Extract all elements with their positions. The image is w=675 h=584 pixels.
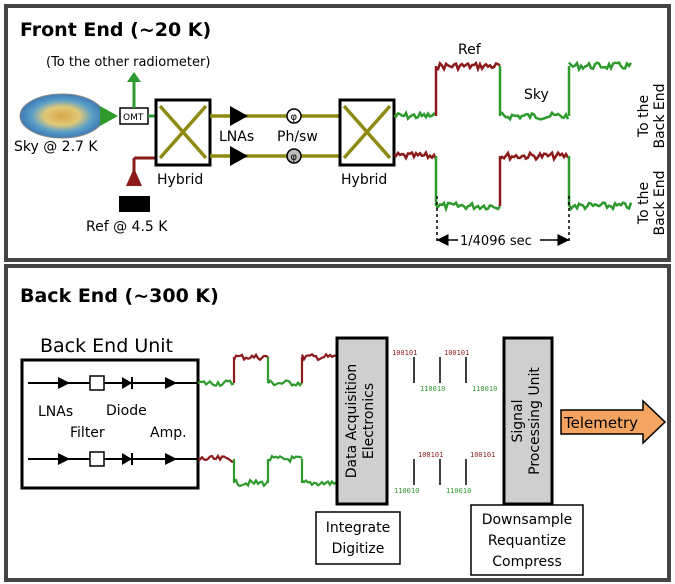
bit-label: 110010 — [420, 385, 445, 393]
waveform-segment — [301, 479, 337, 487]
digital-bitstream: 100101 110010 100101 110010 110010 100101 1100… — [392, 349, 497, 495]
integrate-digitize-box — [315, 511, 401, 565]
back-end-unit-title: Back End Unit — [40, 335, 173, 357]
signal-ref-label: Ref — [458, 42, 482, 58]
detected-waveform-upper — [197, 352, 337, 388]
waveform-segment — [435, 200, 501, 213]
chain-lower-amp-icon — [165, 453, 177, 465]
back-end-title: Back End (~300 K) — [20, 285, 219, 307]
bit-label: 100101 — [392, 349, 417, 357]
front-end-title: Front End (~20 K) — [20, 19, 211, 41]
svg-text:To the: To the — [636, 95, 652, 138]
period-label: 1/4096 sec — [460, 234, 532, 249]
back-end-unit-box — [20, 358, 200, 490]
omt-label: OMT — [123, 113, 144, 123]
compress-label: Compress — [492, 554, 562, 570]
front-end-panel — [4, 4, 671, 262]
svg-text:Signal: Signal — [510, 399, 526, 442]
waveform-segment — [267, 454, 303, 464]
chain-upper-filter-icon — [89, 375, 105, 391]
be-filter-label: Filter — [70, 425, 105, 441]
ref-load-icon — [119, 196, 150, 212]
telemetry-arrow-icon — [560, 399, 667, 445]
waveform-segment — [568, 60, 633, 73]
waveform-segment — [435, 60, 501, 73]
integrate-label: Integrate — [326, 520, 390, 536]
chain-upper-lna-icon — [58, 377, 70, 389]
waveform-segment — [499, 110, 570, 122]
detected-waveform-lower — [197, 453, 337, 488]
svg-text:Electronics: Electronics — [361, 383, 377, 459]
digitize-label: Digitize — [332, 541, 385, 557]
waveform-segment — [233, 352, 269, 362]
daq-box — [335, 336, 389, 506]
output-waveform-upper — [393, 60, 633, 122]
output-waveform-lower — [393, 149, 633, 213]
bit-label: 110010 — [472, 385, 497, 393]
bit-label: 110010 — [394, 487, 419, 495]
downsample-box — [470, 504, 584, 576]
be-amp-label: Amp. — [150, 425, 187, 441]
to-back-end-upper-label: To the Back End — [636, 83, 668, 148]
hybrid-right-cross-2 — [342, 104, 392, 160]
chain-lower-lna-icon — [58, 453, 70, 465]
ref-horn-icon — [126, 168, 142, 186]
downsample-label: Downsample — [482, 512, 573, 528]
chain-upper-amp-icon — [165, 377, 177, 389]
svg-text:Back End: Back End — [652, 170, 668, 235]
waveform-segment — [393, 149, 438, 161]
chain-upper-diode-icon — [122, 377, 132, 389]
hybrid-left-label: Hybrid — [157, 172, 203, 188]
waveform-segment — [197, 379, 235, 388]
waveform-segment — [233, 478, 269, 488]
lna-lower-icon — [230, 146, 248, 166]
phase-switch-lower-icon — [286, 148, 302, 164]
chain-lower-filter-icon — [89, 451, 105, 467]
svg-text:Data Acquisition: Data Acquisition — [344, 364, 360, 479]
phase-switch-upper-icon — [286, 108, 302, 124]
phsw-label: Ph/sw — [277, 129, 318, 145]
feed-horn-icon — [100, 106, 118, 126]
waveform-segment — [267, 379, 303, 387]
other-radiometer-label: (To the other radiometer) — [46, 55, 210, 70]
bit-label: 100101 — [470, 451, 495, 459]
svg-text:Back End: Back End — [652, 83, 668, 148]
sky-map-icon — [19, 93, 105, 139]
spu-label: Signal Processing Unit — [510, 367, 543, 475]
waveform-segment — [567, 200, 633, 212]
lna-upper-icon — [230, 106, 248, 126]
hybrid-left-cross-2 — [158, 104, 208, 160]
phi-upper: φ — [291, 112, 298, 123]
waveform-segment — [300, 352, 337, 362]
bit-label: 100101 — [444, 349, 469, 357]
waveform-segment — [393, 110, 437, 122]
be-diode-label: Diode — [106, 403, 147, 419]
signal-sky-label: Sky — [524, 87, 549, 103]
up-arrow-icon — [127, 72, 141, 82]
hybrid-right-label: Hybrid — [341, 172, 387, 188]
phi-lower: φ — [291, 152, 298, 163]
spu-box — [502, 336, 554, 506]
ref-label: Ref @ 4.5 K — [86, 219, 168, 235]
svg-text:Processing Unit: Processing Unit — [527, 367, 543, 475]
lnas-label: LNAs — [219, 129, 254, 145]
to-back-end-lower-label: To the Back End — [636, 170, 668, 235]
waveform-segment — [197, 453, 235, 464]
svg-text:To the: To the — [636, 182, 652, 225]
daq-label: Data Acquisition Electronics — [344, 364, 377, 479]
bit-label: 100101 — [418, 451, 443, 459]
telemetry-label: Telemetry — [563, 414, 638, 432]
requantize-label: Requantize — [488, 533, 566, 549]
bit-label: 110010 — [446, 487, 471, 495]
be-lnas-label: LNAs — [38, 404, 73, 420]
waveform-segment — [499, 150, 570, 163]
sky-label: Sky @ 2.7 K — [14, 139, 98, 155]
chain-lower-diode-icon — [122, 453, 132, 465]
